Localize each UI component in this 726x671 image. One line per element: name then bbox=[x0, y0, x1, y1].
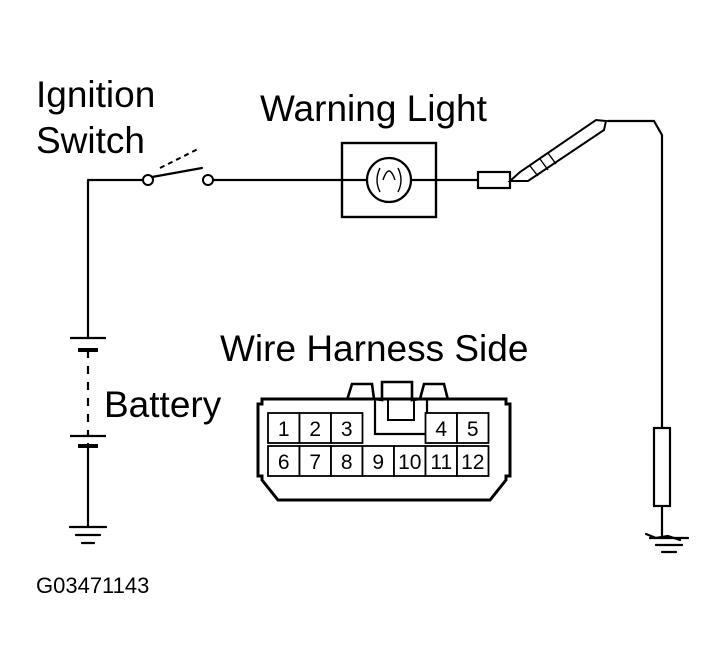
switch-contact-left bbox=[142, 174, 154, 186]
connector-pin-9: 9 bbox=[372, 451, 384, 474]
connector-pin-3: 3 bbox=[341, 418, 353, 441]
switch-contact-right bbox=[202, 174, 214, 186]
connector-pin-10: 10 bbox=[398, 451, 421, 474]
connector-pin-2: 2 bbox=[309, 418, 321, 441]
connector-pin-10-cell bbox=[393, 445, 427, 477]
ground-icon-left bbox=[68, 525, 108, 545]
figure-code: G03471143 bbox=[36, 573, 149, 598]
connector-pin-8: 8 bbox=[341, 451, 353, 474]
warning-light-label: Warning Light bbox=[260, 88, 488, 129]
connector-pin-5-cell bbox=[456, 412, 490, 444]
connector-pin-12: 12 bbox=[461, 451, 484, 474]
ignition-label-line2: Switch bbox=[36, 120, 145, 161]
connector-pin-11-cell bbox=[424, 445, 458, 477]
connector-pin-1: 1 bbox=[278, 418, 290, 441]
connector-pin-11: 11 bbox=[430, 451, 452, 474]
connector-pin-7: 7 bbox=[309, 451, 321, 474]
battery-icon bbox=[70, 336, 106, 448]
switch-dashed-actuator bbox=[159, 147, 201, 169]
test-probe-ground bbox=[644, 426, 690, 554]
fuse-icon bbox=[476, 170, 512, 190]
warning-light bbox=[340, 141, 438, 219]
wire-harness-side-label: Wire Harness Side bbox=[220, 328, 528, 369]
bulb-filament bbox=[376, 167, 402, 193]
connector-pin-12-cell bbox=[456, 445, 490, 477]
battery-label: Battery bbox=[104, 384, 222, 425]
ignition-label-line1: Ignition bbox=[36, 74, 155, 115]
connector-lock-tabs bbox=[345, 380, 450, 402]
connector-pin-2-cell bbox=[298, 412, 332, 444]
switch-blade bbox=[150, 166, 204, 179]
connector-pin-4-cell bbox=[424, 412, 458, 444]
test-probe-upper bbox=[507, 118, 608, 182]
ignition-switch bbox=[142, 147, 214, 186]
right-wire bbox=[606, 119, 664, 430]
circuit-wires bbox=[86, 119, 664, 529]
connector-pin-3-cell bbox=[330, 412, 364, 444]
connector-pin-6: 6 bbox=[278, 451, 290, 474]
connector-pin-7-cell bbox=[298, 445, 332, 477]
connector-pin-4: 4 bbox=[435, 418, 447, 441]
connector-pin-5: 5 bbox=[467, 418, 479, 441]
left-upper-wire bbox=[86, 178, 144, 340]
